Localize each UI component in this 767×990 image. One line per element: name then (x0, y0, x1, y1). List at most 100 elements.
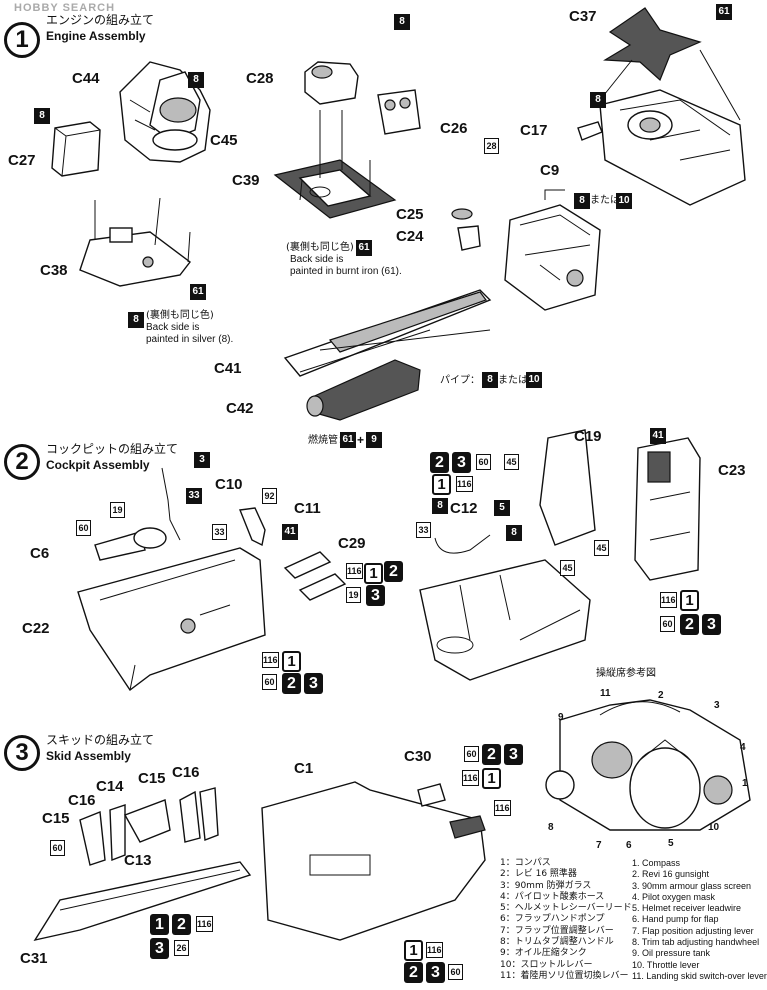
plus-sign: + (357, 433, 365, 447)
legend-en-item: 4. Pilot oxygen mask (632, 891, 716, 902)
watermark: HOBBY SEARCH (14, 2, 116, 14)
note-iron-en2: painted in burnt iron (61). (290, 266, 402, 277)
color-code: 33 (186, 488, 202, 504)
callout-number: 1 (742, 778, 748, 789)
color-code: 3 (426, 962, 445, 983)
part-c14 (123, 799, 171, 843)
part-label: C30 (404, 748, 432, 765)
cockpit-tub (419, 559, 591, 681)
color-code: 1 (282, 651, 301, 672)
legend-en-item: 8. Trim tab adjusting handwheel (632, 937, 760, 948)
color-code: 1 (150, 914, 169, 935)
part-c15-left (79, 811, 106, 866)
legend-jp-list: 1：コンパス 2：レビ 16 照準器 3：90mm 防弾ガラス 4：パイロット酸… (500, 858, 635, 982)
color-code: 3 (150, 938, 169, 959)
engine-block-part (119, 61, 211, 163)
color-code: 2 (430, 452, 449, 473)
color-code: 116 (456, 476, 473, 492)
note-silver-en1: Back side is (146, 322, 200, 333)
step-2-circle: 2 (4, 444, 40, 480)
color-code: 60 (464, 746, 479, 762)
note-iron-jp: (裏側も同じ色) (286, 242, 354, 253)
part-label: C15 (138, 770, 166, 787)
legend-jp-item: 5：ヘルメットレシーバーリード (500, 903, 632, 914)
callout-number: 2 (658, 690, 664, 701)
legend-jp-item: 8：トリムタブ調整ハンドル (500, 937, 614, 948)
or-text: または (498, 375, 528, 386)
part-c16-right (199, 787, 219, 841)
color-code: 116 (494, 800, 511, 816)
part-c11 (239, 507, 266, 547)
legend-jp-item: 4：パイロット酸素ホース (500, 891, 605, 902)
color-code: 116 (426, 942, 443, 958)
legend-jp-item: 10：スロットルレバー (500, 959, 593, 970)
note-iron-en1: Back side is (290, 254, 344, 265)
legend-jp-item: 6：フラップハンドポンプ (500, 914, 605, 925)
part-label: C38 (40, 262, 68, 279)
color-code: 8 (34, 108, 50, 124)
engine-mount-c38 (79, 197, 191, 287)
engine-frame-c39 (273, 110, 397, 219)
seat-back-c23 (634, 437, 701, 581)
color-code: 1 (364, 563, 383, 584)
part-c16-left (109, 804, 126, 862)
seat-c19 (539, 429, 596, 546)
color-code: 60 (660, 616, 675, 632)
part-label: C15 (42, 810, 70, 827)
color-code: 8 (482, 372, 498, 388)
part-label: C10 (215, 476, 243, 493)
color-code: 2 (404, 962, 423, 983)
part-label: C11 (294, 500, 321, 517)
part-label: C26 (440, 120, 468, 137)
step-2-title-jp: コックピットの組み立て (46, 442, 179, 456)
color-code: 41 (282, 524, 298, 540)
color-code: 61 (340, 432, 356, 448)
color-code: 61 (190, 284, 206, 300)
color-code: 8 (188, 72, 204, 88)
legend-en-item: 6. Hand pump for flap (632, 914, 719, 925)
gearbox-c9 (504, 189, 601, 311)
color-code: 10 (616, 193, 632, 209)
part-c30 (417, 783, 446, 807)
color-code: 2 (482, 744, 501, 765)
color-code: 19 (346, 587, 361, 603)
color-code: 8 (574, 193, 590, 209)
part-label: C6 (30, 545, 50, 562)
cockpit-floor-c22 (77, 547, 266, 692)
callout-number: 4 (740, 742, 746, 753)
color-code: 41 (650, 428, 666, 444)
color-code: 2 (282, 673, 301, 694)
legend-en-item: 3. 90mm armour glass screen (632, 880, 752, 891)
color-code: 3 (504, 744, 523, 765)
part-c17 (577, 121, 603, 141)
part-label: C14 (96, 778, 124, 795)
color-code: 10 (526, 372, 542, 388)
color-code: 116 (660, 592, 677, 608)
color-code: 3 (702, 614, 721, 635)
color-code: 60 (262, 674, 277, 690)
part-c6 (94, 527, 167, 561)
part-label: C45 (210, 132, 238, 149)
cockpit-reference-illustration (545, 699, 751, 831)
part-label: C17 (520, 122, 548, 139)
part-c24 (457, 225, 481, 251)
note-silver-en2: painted in silver (8). (146, 334, 234, 345)
part-c28 (304, 61, 359, 105)
burner-c42 (306, 359, 421, 421)
color-code: 8 (432, 498, 448, 514)
part-label: C12 (450, 500, 478, 517)
color-code: 26 (174, 940, 189, 956)
part-label: C27 (8, 152, 36, 169)
color-code: 3 (452, 452, 471, 473)
color-code: 61 (716, 4, 732, 20)
callout-number: 3 (714, 700, 720, 711)
callout-number: 5 (668, 838, 674, 849)
step-2-title-en: Cockpit Assembly (46, 458, 150, 472)
part-label: C22 (22, 620, 50, 637)
part-label: C31 (20, 950, 48, 967)
legend-jp-item: 2：レビ 16 照準器 (500, 869, 577, 880)
color-code: 92 (262, 488, 277, 504)
color-code: 116 (346, 563, 363, 579)
step-1-circle: 1 (4, 22, 40, 58)
